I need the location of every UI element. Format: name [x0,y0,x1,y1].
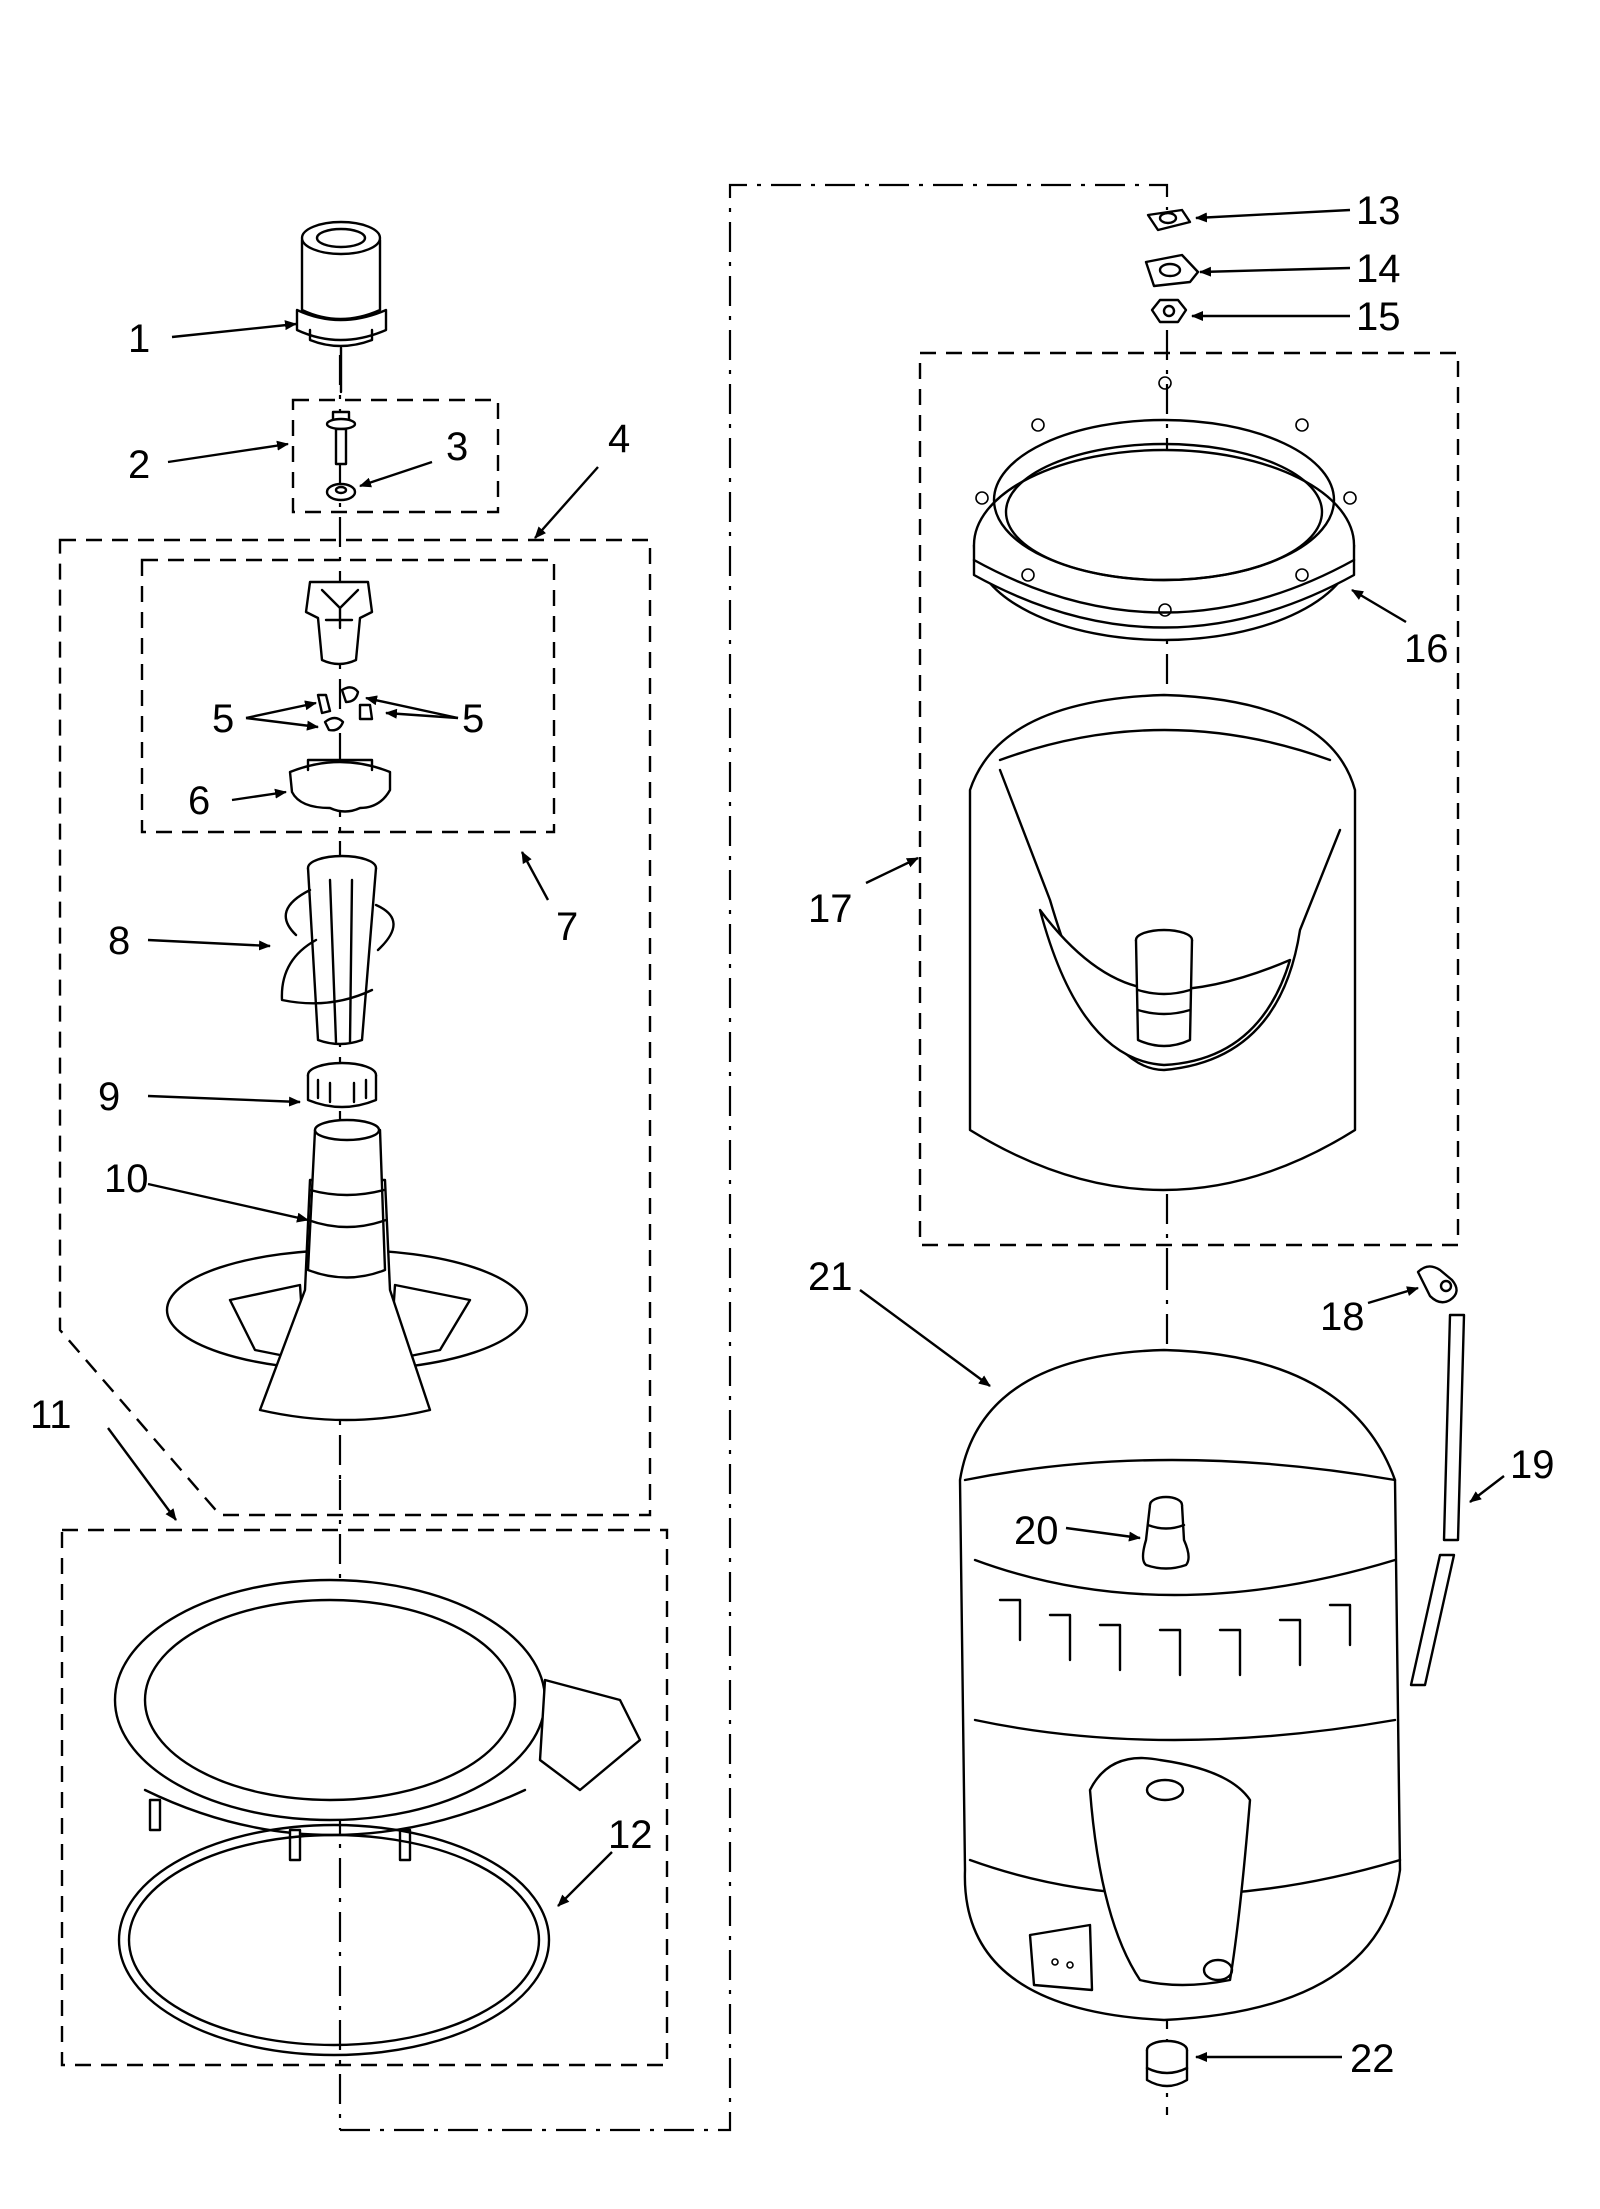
part-14-plate [1144,253,1200,288]
part-3-washer [325,482,357,502]
callout-9: 9 [98,1075,120,1119]
part-17-basket [968,693,1357,1192]
callout-7: 7 [556,905,578,949]
part-16-balance-ring [972,376,1357,642]
box-16-17 [918,351,1460,1247]
callout-12: 12 [608,1813,653,1857]
part-5-dogs [316,686,374,732]
box-7 [140,558,556,834]
callout-5b: 5 [462,697,484,741]
callout-3: 3 [446,425,468,469]
box-2-3 [291,398,500,514]
box-12 [60,1528,669,2067]
part-13-clip [1146,208,1192,232]
part-10-agitator-base [165,1118,529,1422]
callout-11: 11 [30,1393,72,1437]
callout-8: 8 [108,919,130,963]
part-22-drain-plug [1145,2039,1189,2088]
callout-22: 22 [1350,2037,1395,2081]
callout-21: 21 [808,1255,853,1299]
part-18-hose-clamp [1416,1265,1458,1304]
callout-17: 17 [808,887,853,931]
part-2-bolt [325,410,357,466]
callout-4: 4 [608,417,630,461]
callout-labels: 1 2 3 4 5 5 6 7 8 9 10 11 12 13 14 15 16… [30,189,1555,2081]
part-15-nut [1150,298,1188,324]
callout-16: 16 [1404,627,1449,671]
leader-lines [107,208,1505,2062]
part-6-cam [288,758,392,813]
part-9-drive-bell [306,1061,378,1109]
group-boxes [58,351,1460,2067]
part-21-outer-tub [958,1348,1402,2022]
callout-15: 15 [1356,295,1401,339]
part-20-center-post [1141,1495,1190,1570]
callout-14: 14 [1356,247,1401,291]
part-7-agitator-assembly-top [304,580,374,666]
callout-20: 20 [1014,1509,1059,1553]
callout-18: 18 [1320,1295,1365,1339]
part-1-agitator-cap [295,220,388,394]
box-4 [58,538,652,1517]
callout-1: 1 [128,317,150,361]
callout-10: 10 [104,1157,149,1201]
callout-6: 6 [188,779,210,823]
part-11-tub-ring [113,1578,642,1862]
callout-5a: 5 [212,697,234,741]
callout-19: 19 [1510,1443,1555,1487]
part-12-tub-seal [117,1823,551,2057]
part-8-agitator-barrel [280,854,395,1046]
callout-2: 2 [128,443,150,487]
part-19-hose [1409,1313,1466,1687]
callout-13: 13 [1356,189,1401,233]
